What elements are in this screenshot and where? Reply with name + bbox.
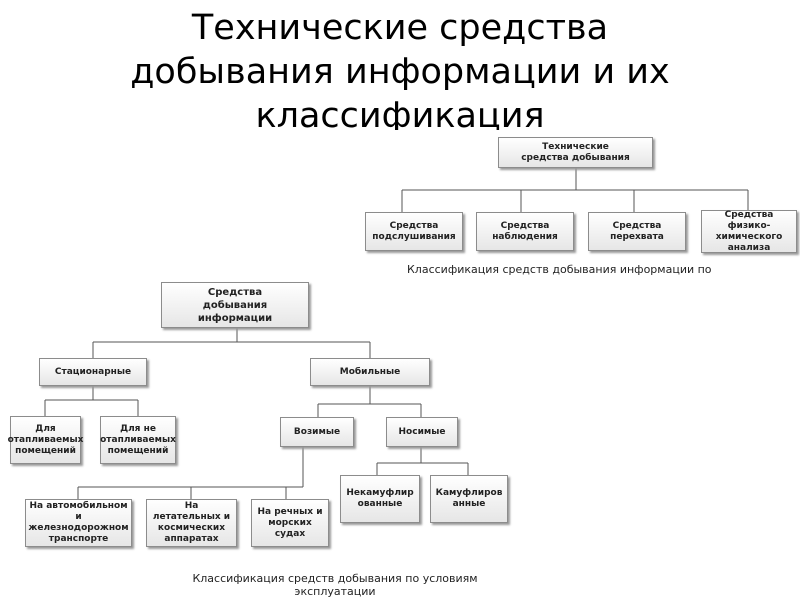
d1-child-physchem: Средства физико-химического анализа bbox=[701, 210, 797, 253]
diagram-2-panel: Средства добывания информации Стационарн… bbox=[8, 280, 510, 548]
d1-child-interception: Средства перехвата bbox=[588, 212, 686, 251]
d1-child-listening: Средства подслушивания bbox=[365, 212, 463, 251]
title-line-2: добывания информации и их bbox=[130, 52, 670, 92]
d2-mobile-node: Мобильные bbox=[310, 358, 430, 386]
diagram-1-panel: Технические средства добывания Средства … bbox=[355, 130, 800, 282]
d2-caption-line-2: эксплуатации bbox=[294, 585, 376, 598]
d2-caption-line-1: Классификация средств добывания по услов… bbox=[192, 572, 478, 585]
d2-stationary-node: Стационарные bbox=[39, 358, 147, 386]
d2-masked-node: Камуфлированные bbox=[430, 475, 508, 523]
diagram-2-connectors bbox=[44, 328, 469, 499]
d2-unmasked-node: Некамуфлированные bbox=[340, 475, 420, 523]
d2-aircraft-node: На летательных и космических аппаратах bbox=[146, 499, 237, 547]
page-title: Технические средства добывания информаци… bbox=[0, 6, 800, 138]
d1-child-observation: Средства наблюдения bbox=[476, 212, 574, 251]
diagram-1-connectors bbox=[401, 168, 749, 212]
d2-root-node: Средства добывания информации bbox=[161, 282, 309, 328]
d1-root-node: Технические средства добывания bbox=[498, 137, 653, 168]
d2-wearable-node: Носимые bbox=[386, 417, 458, 447]
title-line-3: классификация bbox=[255, 96, 545, 136]
d2-unheated-node: Для не отапливаемых помещений bbox=[100, 416, 176, 464]
d2-ships-node: На речных и морских судах bbox=[251, 499, 329, 547]
d2-heated-node: Для отапливаемых помещений bbox=[8, 416, 83, 464]
d2-caption: Классификация средств добывания по услов… bbox=[180, 572, 490, 598]
d2-carried-node: Возимые bbox=[280, 417, 354, 447]
d2-auto-rail-node: На автомобильном и железнодорожном транс… bbox=[25, 499, 132, 547]
d1-caption: Классификация средств добывания информац… bbox=[407, 263, 712, 276]
title-line-1: Технические средства bbox=[191, 8, 609, 48]
